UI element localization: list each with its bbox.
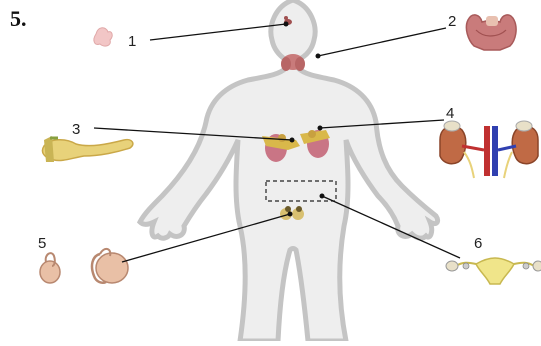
leader-line-2 [318, 28, 446, 56]
label-2: 2 [448, 13, 456, 30]
pituitary-image [94, 28, 112, 46]
testes-image [40, 249, 128, 283]
label-5: 5 [38, 235, 46, 252]
human-body-silhouette [140, 0, 438, 341]
label-1: 1 [128, 33, 136, 50]
thyroid-image [466, 15, 516, 50]
question-number: 5. [10, 6, 27, 32]
leader-line-1 [150, 24, 286, 40]
ovaries-uterus-image [446, 258, 541, 284]
label-3: 3 [72, 121, 80, 138]
kidneys-adrenals-image [440, 121, 538, 178]
label-4: 4 [446, 105, 454, 122]
label-6: 6 [474, 235, 482, 252]
pancreas-image [42, 136, 132, 162]
